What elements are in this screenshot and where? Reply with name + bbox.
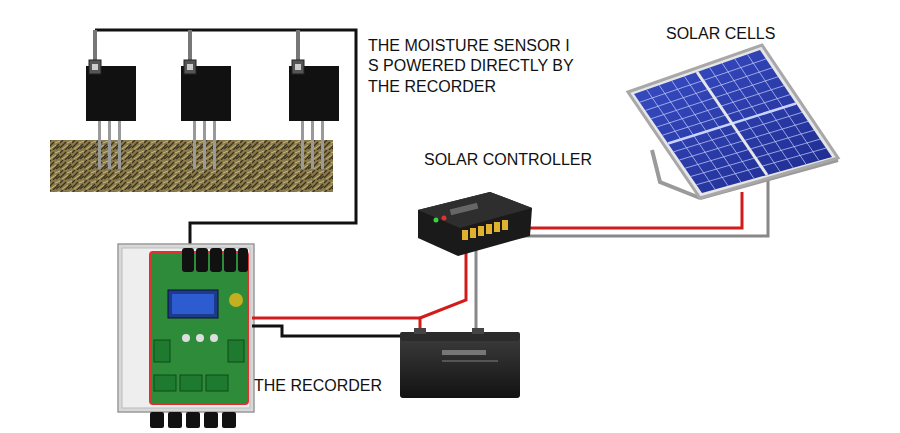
moisture-sensor [86, 60, 339, 169]
solar-panel [628, 45, 838, 198]
solar-cells-label: SOLAR CELLS [666, 24, 775, 44]
panel-grid-line [697, 72, 767, 175]
panel-grid-line [697, 72, 767, 175]
recorder-enclosure [118, 244, 254, 428]
recorder-label: THE RECORDER [254, 376, 382, 396]
sensor-note: THE MOISTURE SENSOR I S POWERED DIRECTLY… [368, 36, 579, 97]
battery [400, 328, 520, 398]
soil-band [50, 140, 333, 192]
controller-label: SOLAR CONTROLLER [424, 150, 592, 170]
power-wire [252, 180, 768, 336]
sensor-cable [95, 30, 356, 250]
solar-controller [418, 192, 532, 256]
